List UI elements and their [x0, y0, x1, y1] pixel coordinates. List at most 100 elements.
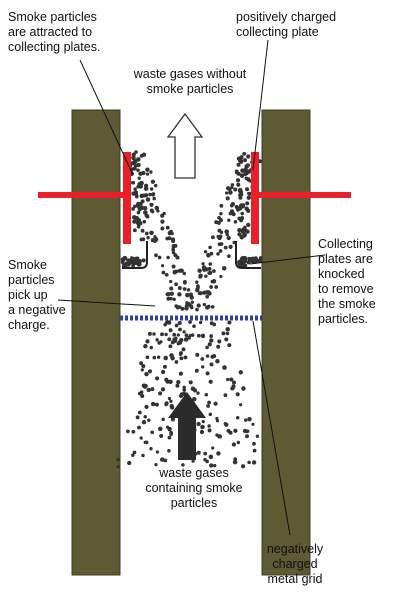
- smoke-particle: [200, 357, 205, 361]
- smoke-particle: [152, 355, 157, 360]
- smoke-particle: [219, 218, 223, 223]
- smoke-particle: [212, 322, 217, 327]
- smoke-particle: [210, 305, 215, 309]
- smoke-particle: [188, 333, 193, 338]
- smoke-particle: [126, 261, 132, 266]
- smoke-particle: [141, 420, 147, 425]
- smoke-particle: [258, 256, 263, 261]
- smoke-particle: [203, 451, 208, 456]
- smoke-particle: [160, 226, 165, 231]
- smoke-particle: [139, 205, 145, 211]
- smoke-particle: [241, 227, 246, 232]
- smoke-particle: [154, 253, 158, 258]
- smoke-particle: [212, 463, 217, 468]
- smoke-particle: [244, 176, 249, 181]
- smoke-particle: [247, 256, 251, 261]
- chimney-wall-right: [261, 109, 311, 576]
- smoke-particle: [186, 288, 191, 292]
- smoke-particle: [147, 369, 153, 374]
- smoke-particle: [206, 404, 211, 408]
- smoke-particle: [164, 272, 169, 277]
- smoke-particle: [169, 229, 173, 234]
- smoke-particle: [131, 207, 135, 211]
- smoke-particle: [136, 157, 141, 162]
- smoke-particle: [116, 465, 120, 469]
- smoke-particle: [167, 435, 172, 440]
- smoke-particle: [198, 320, 203, 325]
- smoke-particle: [144, 440, 149, 445]
- smoke-particle: [183, 337, 189, 342]
- smoke-particle: [199, 429, 205, 435]
- smoke-particle: [208, 379, 213, 384]
- leader-pick-up-charge: [57, 299, 156, 307]
- smoke-particle: [237, 206, 243, 211]
- smoke-particle: [147, 331, 152, 336]
- smoke-particle: [132, 450, 137, 455]
- smoke-particle: [207, 428, 212, 433]
- smoke-particle: [204, 392, 209, 397]
- smoke-particle: [166, 296, 171, 301]
- smoke-particle: [207, 342, 212, 347]
- leader-smoke-attracted: [79, 59, 134, 176]
- smoke-particle: [201, 262, 205, 266]
- smoke-particle: [209, 338, 214, 343]
- smoke-particle: [164, 332, 168, 337]
- label-smoke-attracted: Smoke particles are attracted to collect…: [8, 10, 101, 54]
- smoke-particle: [251, 422, 255, 426]
- smoke-particle: [150, 387, 155, 392]
- smoke-particle: [205, 345, 209, 350]
- smoke-particle: [145, 167, 150, 172]
- smoke-particle: [131, 152, 136, 157]
- smoke-particle: [223, 393, 228, 398]
- smoke-particle: [167, 236, 172, 241]
- smoke-particle: [196, 303, 201, 308]
- smoke-particle: [134, 215, 140, 221]
- smoke-particle: [221, 331, 226, 336]
- smoke-particle: [150, 179, 156, 184]
- smoke-particle: [169, 430, 173, 435]
- smoke-particle: [140, 393, 145, 399]
- smoke-particle: [252, 448, 257, 453]
- smoke-particle: [149, 208, 154, 213]
- smoke-particle: [243, 167, 248, 172]
- smoke-particle: [235, 415, 240, 420]
- smoke-particle: [132, 228, 137, 233]
- smoke-particle: [141, 170, 146, 176]
- smoke-particle: [202, 302, 207, 307]
- smoke-particle: [169, 403, 174, 409]
- smoke-particle: [198, 291, 203, 296]
- smoke-particle: [233, 428, 238, 433]
- smoke-particle: [144, 193, 149, 198]
- smoke-particle: [137, 262, 142, 267]
- smoke-particle: [134, 150, 138, 154]
- smoke-particle: [204, 274, 208, 278]
- smoke-particle: [205, 371, 210, 376]
- leader-positively-charged: [252, 39, 269, 171]
- smoke-particle: [246, 260, 251, 265]
- smoke-particle: [221, 266, 227, 271]
- smoke-particle: [170, 340, 175, 345]
- smoke-particle: [207, 266, 212, 271]
- smoke-particle: [203, 250, 208, 254]
- smoke-particle: [245, 163, 250, 168]
- smoke-particle: [133, 204, 137, 209]
- smoke-particle: [149, 187, 154, 191]
- smoke-particle: [219, 203, 224, 208]
- smoke-particle: [228, 244, 233, 249]
- smoke-particle: [177, 292, 182, 297]
- smoke-particle: [176, 341, 181, 346]
- smoke-particle: [206, 253, 211, 258]
- smoke-particle: [240, 168, 245, 173]
- smoke-particle: [136, 220, 141, 225]
- smoke-particle: [217, 339, 222, 344]
- smoke-particle: [139, 154, 144, 158]
- smoke-particle: [169, 291, 175, 296]
- smoke-particle: [176, 333, 180, 337]
- smoke-particle: [189, 295, 194, 300]
- smoke-particle: [141, 453, 145, 458]
- smoke-particle: [184, 333, 189, 338]
- smoke-particle: [201, 365, 205, 369]
- smoke-particle: [144, 183, 149, 188]
- smoke-particle: [178, 371, 183, 376]
